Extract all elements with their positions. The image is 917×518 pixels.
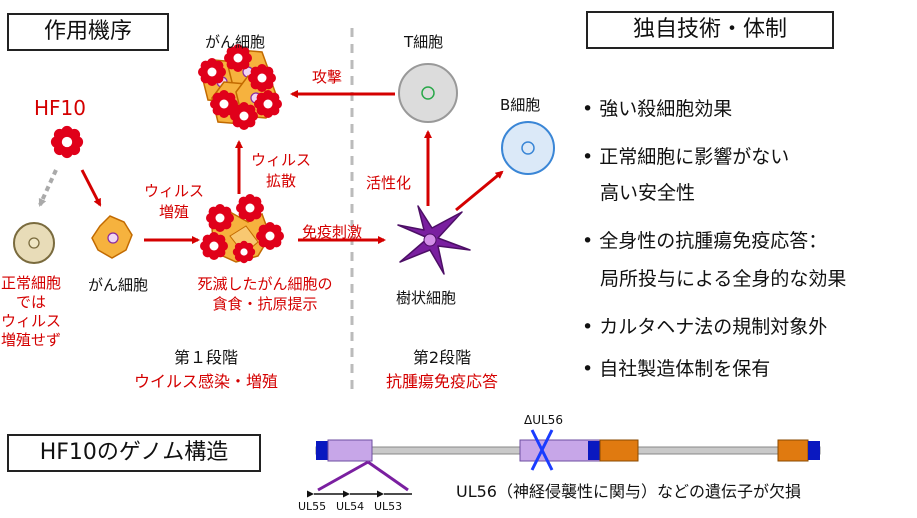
gene-label: UL54 [336, 500, 365, 513]
feature-item: 局所投与による全身的な効果 [600, 268, 847, 290]
stage2-subtitle: 抗腫瘍免疫応答 [385, 372, 498, 391]
stage2-title: 第2段階 [412, 348, 472, 367]
virus-replication-label: ウィルス増殖 [143, 182, 204, 221]
virus-spread-label: ウィルス拡散 [251, 151, 312, 190]
feature-item: • 正常細胞に影響がない [582, 146, 790, 168]
feature-item: 高い安全性 [600, 182, 696, 204]
t-cell-icon [398, 63, 458, 123]
hf10-virus-icon [50, 125, 84, 159]
dendritic-cell-label: 樹状細胞 [396, 289, 457, 307]
feature-item: • 自社製造体制を保有 [582, 358, 771, 380]
b-cell-icon [501, 121, 555, 175]
cancer-cells-top-label: がん細胞 [205, 33, 266, 51]
mechanism-title: 作用機序 [7, 13, 169, 51]
genome-bar [307, 429, 821, 498]
cancer-cell-label: がん細胞 [88, 276, 149, 294]
stage1-title: 第１段階 [173, 348, 238, 367]
genome-title: HF10のゲノム構造 [7, 434, 261, 472]
dendritic-cell-icon [397, 205, 471, 275]
immune-stimulation-label: 免疫刺激 [302, 223, 363, 241]
normal-cell-label: 正常細胞では ウィルス増殖せず [0, 274, 61, 349]
b-cell-arrow [455, 170, 504, 212]
gene-label: UL55 [298, 500, 327, 513]
dead-cancer-cells-icon [200, 194, 284, 264]
infected-cancer-cluster-icon [198, 44, 282, 130]
stage1-subtitle: ウイルス感染・増殖 [133, 372, 278, 391]
b-cell-label: B細胞 [500, 96, 541, 114]
hf10-label: HF10 [34, 96, 86, 120]
normal-cell-icon [13, 222, 55, 264]
feature-item: • 強い殺細胞効果 [582, 98, 733, 120]
attack-label: 攻撃 [312, 68, 343, 86]
feature-item: • カルタヘナ法の規制対象外 [582, 316, 828, 338]
stage1-block: 第１段階 ウイルス感染・増殖 [96, 346, 316, 394]
features-title: 独自技術・体制 [586, 11, 834, 49]
infection-arrow [80, 169, 102, 207]
cancer-cell-icon [91, 215, 133, 259]
deletion-label: ΔUL56 [524, 413, 563, 427]
gene-label: UL53 [374, 500, 403, 513]
activation-label: 活性化 [366, 174, 412, 192]
t-cell-label: T細胞 [404, 33, 444, 51]
genome-note: UL56（神経侵襲性に関与）などの遺伝子が欠損 [456, 482, 801, 501]
no-infection-arrow [38, 169, 58, 207]
stage2-block: 第2段階 抗腫瘍免疫応答 [362, 346, 522, 394]
feature-item: • 全身性の抗腫瘍免疫応答： [582, 230, 828, 252]
dead-cells-label: 死滅したがん細胞の貪食・抗原提示 [197, 275, 333, 313]
